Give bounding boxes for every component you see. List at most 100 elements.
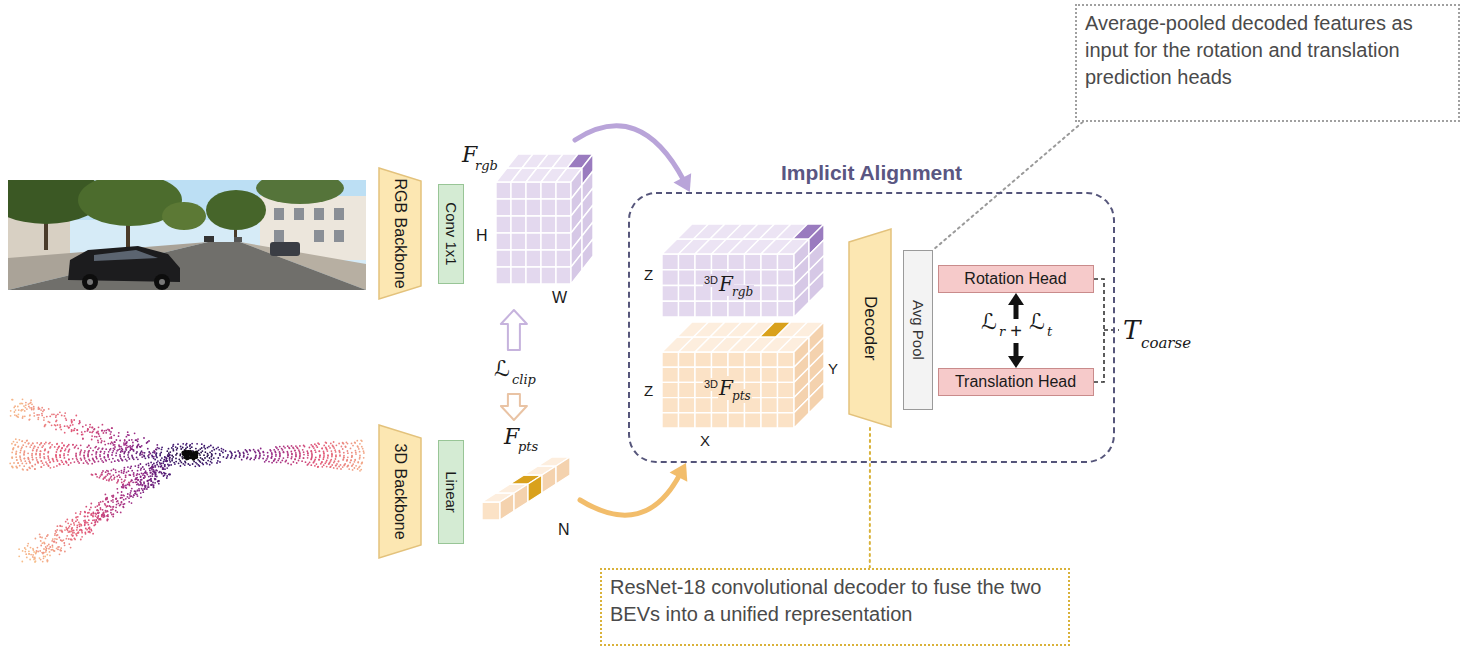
illustration-part (140, 496, 142, 498)
illustration-part (84, 524, 86, 526)
illustration-part (28, 550, 30, 552)
illustration-part (64, 425, 66, 427)
illustration-part (354, 442, 356, 444)
illustration-part (142, 452, 144, 454)
illustration-part (20, 450, 22, 452)
bev-volume: 3DFptsZYX (640, 312, 845, 452)
illustration-part (55, 454, 57, 456)
illustration-part (290, 451, 292, 453)
illustration-part (71, 421, 73, 423)
illustration-part (359, 455, 361, 457)
illustration-part (113, 513, 115, 515)
illustration-part (130, 466, 132, 468)
illustration-part (157, 481, 159, 483)
illustration-part (211, 456, 213, 458)
illustration-part (95, 455, 97, 457)
illustration-part (46, 559, 48, 561)
illustration-part (153, 450, 155, 452)
illustration-part (123, 506, 125, 508)
illustration-part (307, 454, 309, 456)
illustration-part (37, 462, 39, 464)
illustration-part (48, 451, 50, 453)
illustration-part (321, 447, 323, 449)
illustration-part (147, 441, 149, 443)
illustration-part (51, 414, 53, 416)
illustration-part (148, 465, 150, 467)
illustration-part (10, 410, 12, 412)
illustration-part (120, 504, 122, 506)
illustration-part (30, 402, 32, 404)
illustration-part (207, 460, 209, 462)
illustration-part (121, 478, 123, 480)
illustration-part (65, 527, 67, 529)
illustration-part (164, 468, 166, 470)
illustration-part (192, 463, 194, 465)
illustration-part (29, 462, 31, 464)
illustration-part (20, 458, 22, 460)
illustration-part (335, 454, 337, 456)
illustration-part (71, 527, 73, 529)
illustration-part (88, 445, 90, 447)
illustration-part (189, 450, 192, 453)
illustration-part (166, 460, 168, 462)
illustration-part (58, 546, 60, 548)
illustration-part (193, 461, 195, 463)
illustration-part (191, 443, 193, 445)
illustration-part (47, 560, 49, 562)
grid-cell (526, 267, 541, 284)
illustration-part (48, 459, 50, 461)
illustration-part (141, 445, 143, 447)
illustration-part (226, 457, 228, 459)
illustration-part (41, 537, 43, 539)
illustration-part (68, 527, 70, 529)
illustration-part (106, 505, 108, 507)
illustration-part (77, 532, 79, 534)
illustration-part (127, 466, 129, 468)
illustration-part (273, 449, 275, 451)
illustration-part (343, 452, 345, 454)
illustration-part (102, 470, 104, 472)
illustration-part (36, 449, 38, 451)
illustration-part (153, 456, 155, 458)
illustration-part (48, 465, 50, 467)
illustration-part (34, 468, 36, 470)
illustration-part (133, 474, 135, 476)
illustration-part (296, 447, 298, 449)
illustration-part (183, 456, 186, 459)
illustration-part (77, 448, 79, 450)
illustration-part (107, 514, 109, 516)
illustration-part (117, 492, 119, 494)
illustration-part (347, 443, 349, 445)
illustration-part (130, 448, 132, 450)
illustration-part (136, 478, 138, 480)
illustration-part (15, 452, 17, 454)
illustration-part (63, 542, 65, 544)
illustration-part (113, 468, 115, 470)
illustration-part (106, 497, 108, 499)
illustration-part (103, 453, 105, 455)
illustration-part (350, 460, 352, 462)
illustration-part (166, 475, 168, 477)
illustration-part (95, 519, 97, 521)
illustration-part (42, 411, 44, 413)
illustration-part (328, 463, 330, 465)
illustration-part (151, 466, 153, 468)
illustration-part (234, 451, 236, 453)
illustration-part (182, 443, 184, 445)
grid-cell (695, 286, 712, 302)
grid-cell (695, 254, 712, 270)
illustration-part (127, 431, 129, 433)
illustration-part (69, 531, 71, 533)
illustration-part (128, 446, 130, 448)
illustration-part (290, 464, 292, 466)
illustration-part (239, 456, 241, 458)
illustration-part (140, 476, 142, 478)
illustration-part (21, 463, 23, 465)
illustration-part (361, 463, 363, 465)
illustration-part (25, 407, 27, 409)
illustration-part (66, 446, 68, 448)
illustration-part (91, 463, 93, 465)
illustration-part (35, 553, 37, 555)
illustration-part (76, 459, 78, 461)
illustration-part (118, 444, 120, 446)
